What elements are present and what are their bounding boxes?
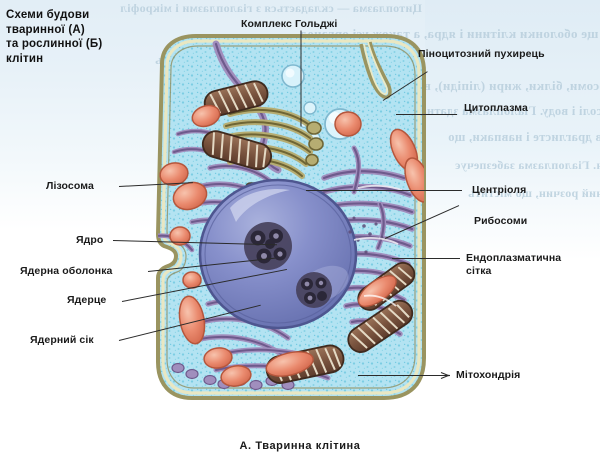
label-lysosome: Лізосома [46, 180, 94, 192]
ghost-text-line-6: рідкого стану в драглисте і навпаки, що [448, 130, 600, 144]
label-er-line-1: Ендоплазматична [466, 252, 562, 264]
figure-title-line-3: та рослинної (Б) [6, 38, 103, 50]
leader-golgi [300, 30, 302, 127]
label-centriole: Центріоля [472, 184, 527, 196]
leader-cytoplasm [396, 114, 457, 115]
figure-title-line-4: клітин [6, 52, 44, 65]
nucleus [198, 178, 358, 330]
leader-mitochondria [358, 375, 450, 376]
label-nuclear-envelope: Ядерна оболонка [20, 265, 113, 277]
label-nucleus: Ядро [76, 234, 104, 246]
mitochondrion [347, 299, 414, 353]
figure-caption: А. Тваринна клітина [239, 440, 361, 452]
label-golgi: Комплекс Гольджі [241, 18, 338, 30]
nuclear-envelope [204, 184, 352, 324]
label-nuclear-sap: Ядерний сік [30, 334, 94, 346]
label-endoplasmic-reticulum: Ендоплазматична сітка [466, 252, 594, 277]
mitochondrion [265, 344, 345, 384]
label-mitochondria: Мітохондрія [456, 369, 521, 381]
label-pinocytic-vesicle: Піноцитозний пухирець [418, 48, 545, 60]
page-showthrough-tint-right [425, 0, 600, 260]
label-er-line-2: сітка [466, 264, 492, 277]
mitochondrion [201, 130, 273, 171]
mitochondria-group [201, 80, 416, 384]
label-nucleolus: Ядерце [67, 294, 107, 306]
label-cytoplasm: Цитоплазма [464, 102, 528, 114]
nucleolus-secondary [296, 272, 332, 308]
er-lumen-highlights [353, 184, 403, 307]
ghost-text-line-7: проникнення речовин. Гіалоплазма забезпе… [455, 158, 600, 172]
leader-centriole [306, 190, 462, 191]
leader-er [392, 258, 460, 259]
label-ribosomes: Рибосоми [474, 215, 528, 227]
figure-title: Схеми будови тваринної (А) та рослинної … [6, 8, 141, 66]
nucleolus-primary [244, 222, 292, 270]
ghost-text-line-1: Цитоплазма — складається з гіалоплазми і… [120, 1, 422, 15]
figure-title-line-2: тваринної (А) [6, 23, 85, 36]
figure-title-line-1: Схеми будови [6, 9, 90, 21]
animal-cell-diagram [118, 28, 458, 424]
